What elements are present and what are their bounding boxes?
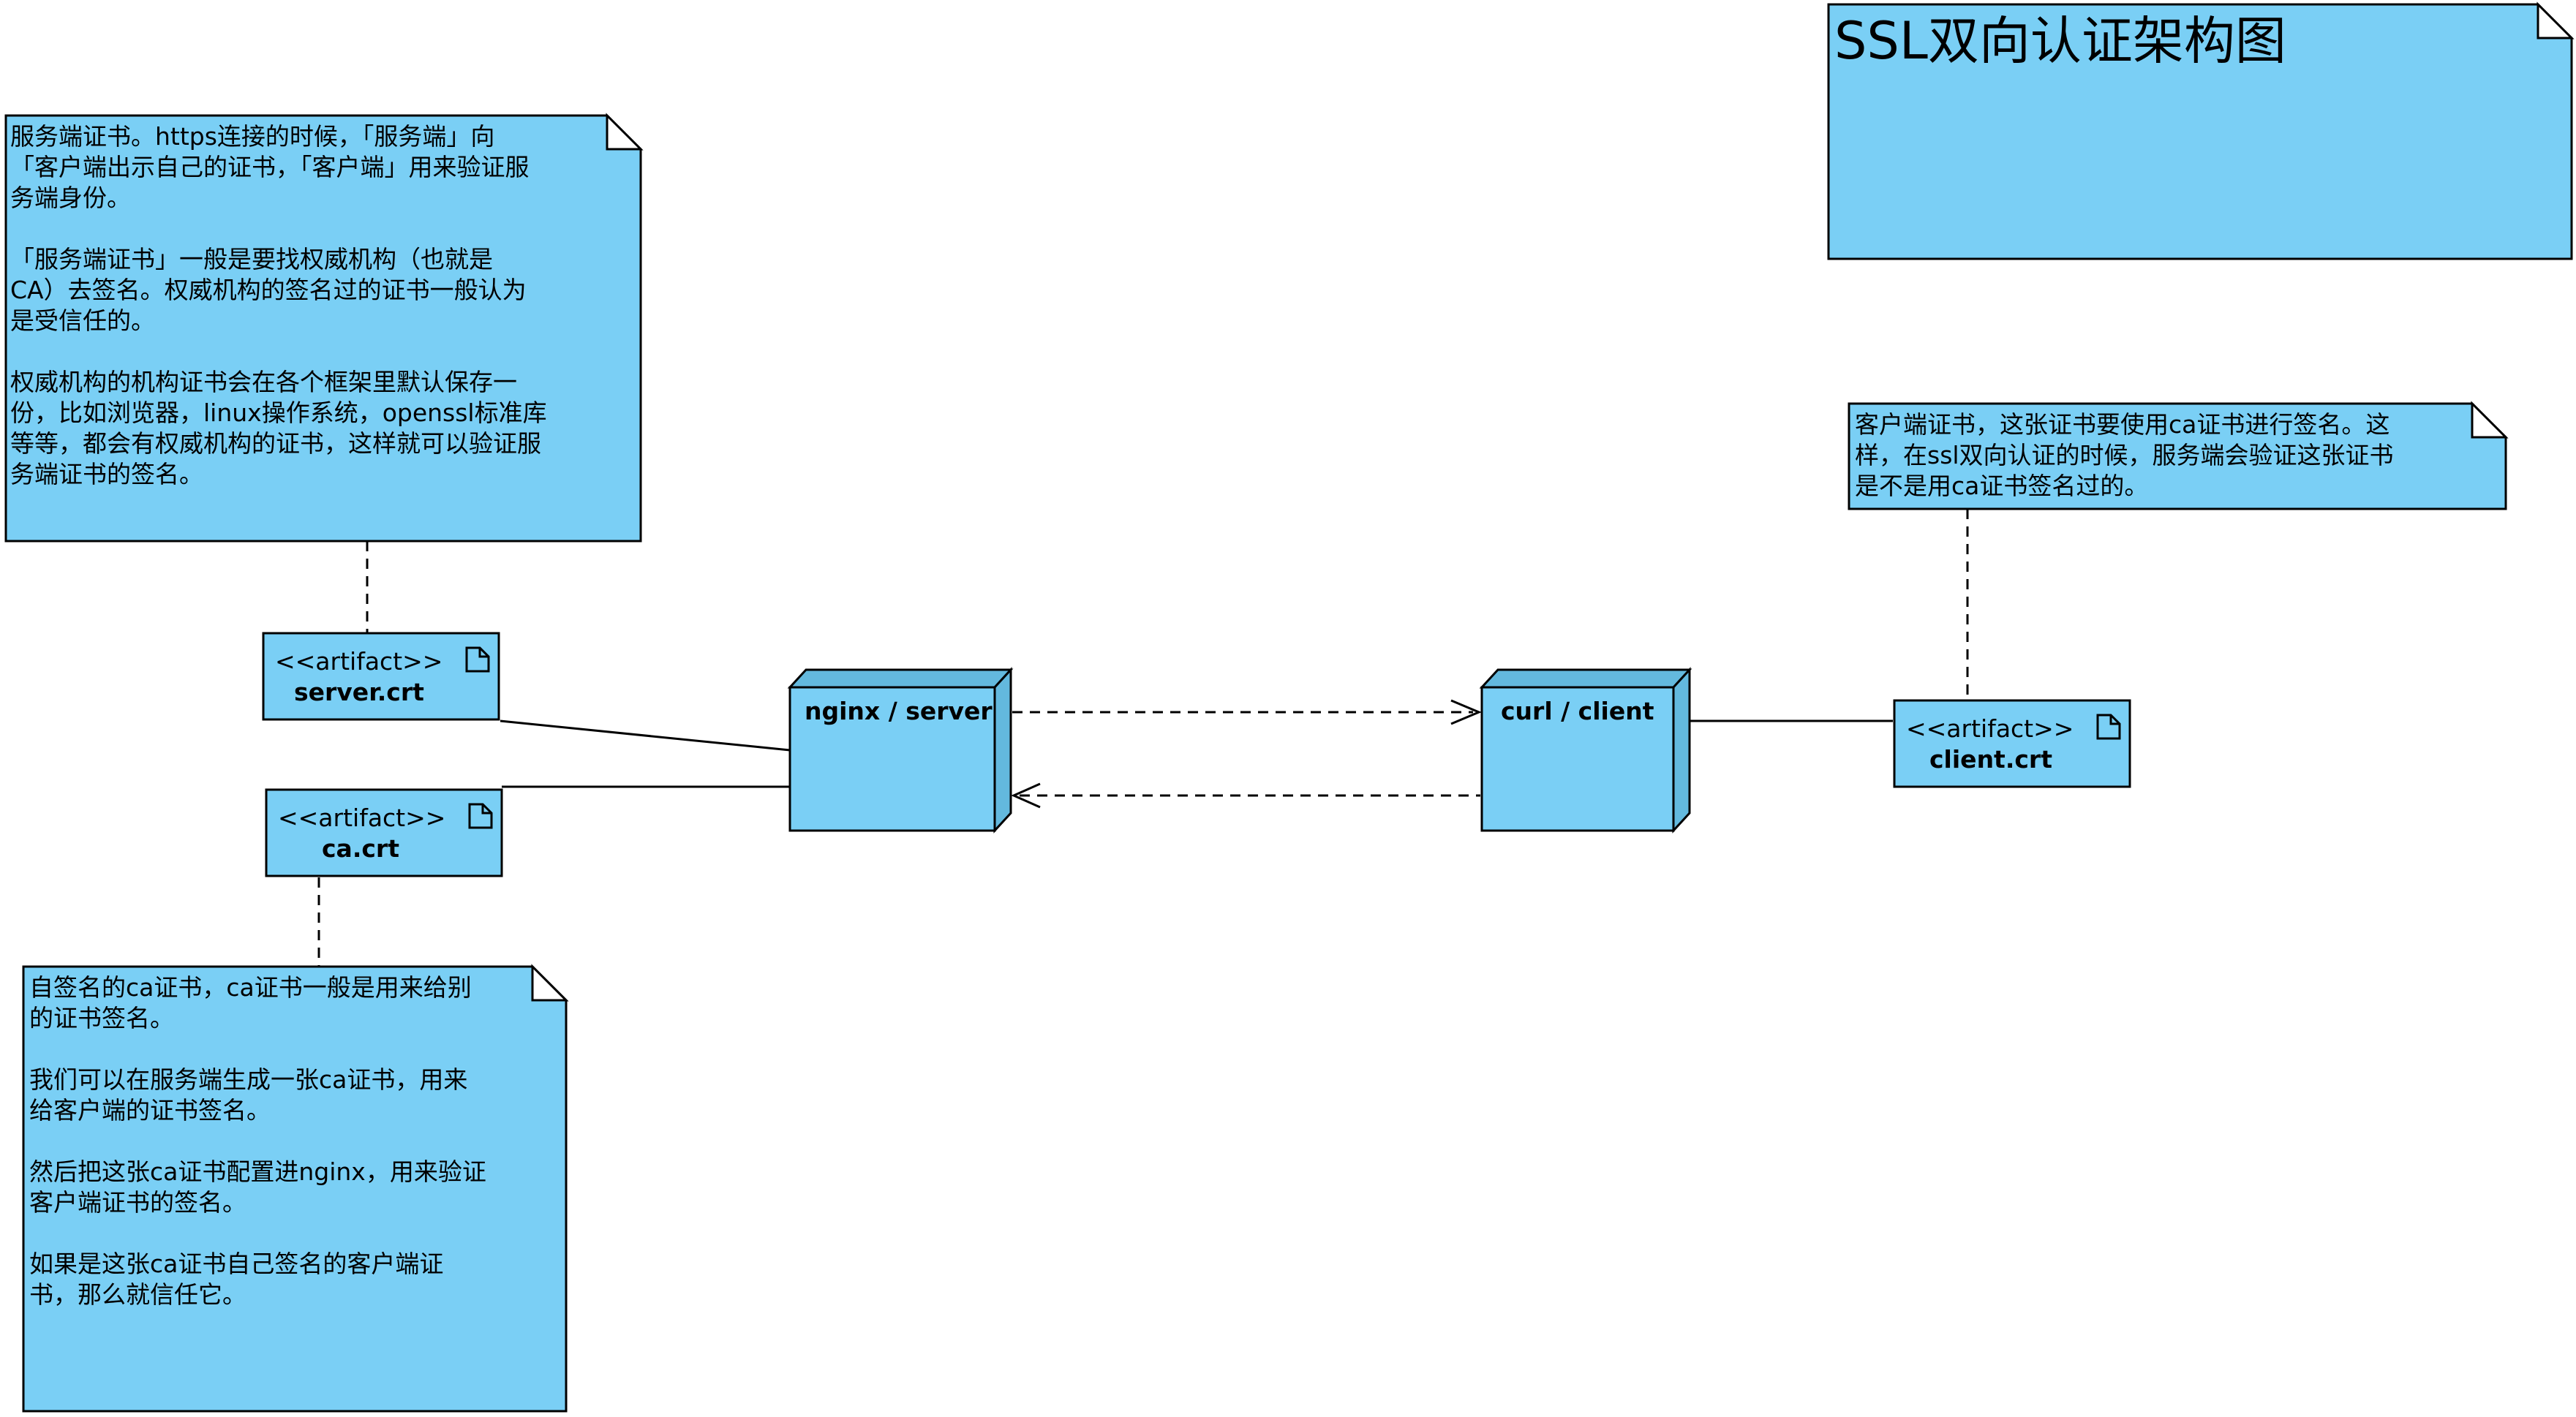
artifact-ca-crt[interactable]: <<artifact>> ca.crt	[265, 788, 503, 877]
node-label: curl / client	[1501, 697, 1654, 725]
note-line: 我们可以在服务端生成一张ca证书，用来	[29, 1065, 467, 1094]
node-curl-client[interactable]: curl / client	[1479, 667, 1692, 834]
artifact-server-crt[interactable]: <<artifact>> server.crt	[262, 632, 500, 721]
note-line: 样，在ssl双向认证的时候，服务端会验证这张证书	[1855, 441, 2394, 469]
ca-note-text: 自签名的ca证书，ca证书一般是用来给别的证书签名。我们可以在服务端生成一张ca…	[29, 973, 486, 1309]
note-line: 权威机构的机构证书会在各个框架里默认保存一	[10, 368, 517, 396]
artifact-stereotype: <<artifact>>	[275, 647, 442, 676]
artifact-stereotype: <<artifact>>	[278, 804, 445, 832]
ca-cert-note[interactable]: 自签名的ca证书，ca证书一般是用来给别的证书签名。我们可以在服务端生成一张ca…	[22, 964, 569, 1413]
note-line: 然后把这张ca证书配置进nginx，用来验证	[29, 1157, 486, 1186]
server-note-text: 服务端证书。https连接的时候，「服务端」向「客户端出示自己的证书，「客户端」…	[10, 122, 547, 488]
note-line: 「服务端证书」一般是要找权威机构（也就是	[10, 245, 493, 273]
artifact-stereotype: <<artifact>>	[1906, 714, 2074, 743]
note-line: 书，那么就信任它。	[29, 1280, 246, 1309]
title-note[interactable]: SSL双向认证架构图	[1827, 1, 2575, 260]
note-line: 服务端证书。https连接的时候，「服务端」向	[10, 122, 494, 151]
node-nginx-server[interactable]: nginx / server	[787, 667, 1014, 834]
note-line: 的证书签名。	[29, 1004, 174, 1032]
note-line: CA）去签名。权威机构的签名过的证书一般认为	[10, 276, 527, 304]
artifact-document-icon	[2096, 714, 2121, 740]
server-crt-association	[500, 719, 791, 752]
note-line: 给客户端的证书签名。	[29, 1096, 271, 1125]
server-cert-note[interactable]: 服务端证书。https连接的时候，「服务端」向「客户端出示自己的证书，「客户端」…	[4, 113, 644, 543]
node-label: nginx / server	[805, 697, 993, 725]
client-cert-note[interactable]: 客户端证书，这张证书要使用ca证书进行签名。这样，在ssl双向认证的时候，服务端…	[1848, 401, 2509, 510]
client-note-text: 客户端证书，这张证书要使用ca证书进行签名。这样，在ssl双向认证的时候，服务端…	[1855, 410, 2394, 500]
note-line: 「客户端出示自己的证书，「客户端」用来验证服	[10, 153, 530, 181]
note-line: 如果是这张ca证书自己签名的客户端证	[29, 1250, 443, 1278]
artifact-client-crt[interactable]: <<artifact>> client.crt	[1893, 699, 2131, 788]
artifact-document-icon	[468, 803, 493, 829]
note-line: 份，比如浏览器，linux操作系统，openssl标准库	[10, 398, 547, 427]
note-line: 务端身份。	[10, 184, 131, 212]
diagram-title: SSL双向认证架构图	[1834, 11, 2286, 71]
artifact-name: ca.crt	[322, 834, 399, 863]
request-arrowhead	[1450, 699, 1482, 725]
artifact-name: client.crt	[1929, 745, 2052, 774]
note-line: 自签名的ca证书，ca证书一般是用来给别	[29, 973, 472, 1002]
artifact-name: server.crt	[294, 678, 424, 706]
response-arrowhead	[1011, 782, 1041, 809]
note-line: 务端证书的签名。	[10, 460, 203, 488]
artifact-document-icon	[465, 646, 490, 673]
note-line: 客户端证书，这张证书要使用ca证书进行签名。这	[1855, 410, 2389, 439]
note-line: 是不是用ca证书签名过的。	[1855, 472, 2148, 500]
note-line: 等等，都会有权威机构的证书，这样就可以验证服	[10, 429, 541, 458]
note-line: 是受信任的。	[10, 306, 155, 335]
note-line: 客户端证书的签名。	[29, 1188, 246, 1217]
